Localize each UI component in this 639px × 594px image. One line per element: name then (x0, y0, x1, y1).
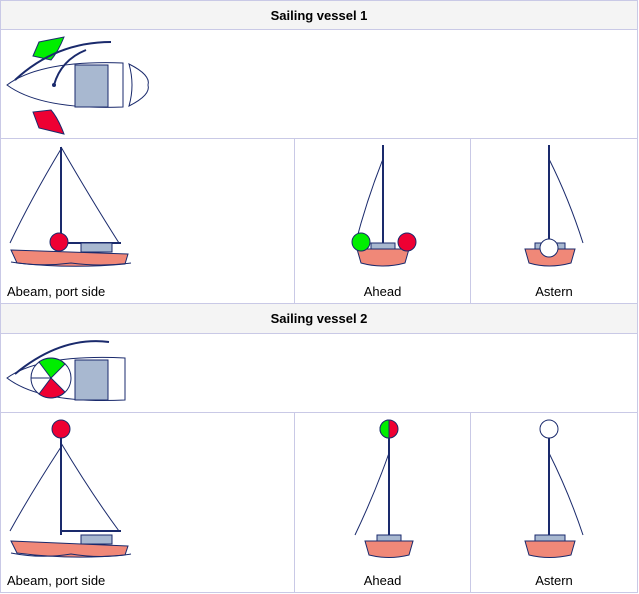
vessel1-ahead: Ahead (294, 138, 471, 304)
green-sector (32, 36, 65, 61)
vessel1-ahead-drawing (351, 145, 417, 267)
waterline (10, 261, 132, 266)
vessel1-abeam-caption: Abeam, port side (7, 284, 106, 299)
vessel1-astern-caption: Astern (535, 284, 573, 299)
red-sidelight (49, 232, 69, 252)
vessel1-title: Sailing vessel 1 (0, 0, 638, 30)
green-sidelight (351, 232, 371, 252)
hull (356, 248, 410, 267)
stern-sector (128, 63, 149, 107)
boom (53, 49, 87, 86)
cabin (80, 534, 113, 545)
cabin-top (74, 64, 109, 108)
tricolour-green (379, 419, 390, 439)
jib (14, 41, 112, 81)
vessel1-top-view (0, 29, 638, 139)
foresail (9, 148, 62, 244)
vessel2-top-view (0, 333, 638, 413)
vessel1-abeam-drawing (9, 146, 132, 267)
white-sternlight (539, 419, 559, 439)
sail (548, 158, 584, 244)
vessel2-title-text: Sailing vessel 2 (270, 311, 368, 326)
vessel2-astern: Astern (470, 412, 638, 593)
vessel1-title-text: Sailing vessel 1 (270, 7, 368, 23)
vessel2-ahead-drawing (354, 419, 414, 558)
mainsail (60, 146, 120, 244)
cabin (80, 242, 113, 253)
tricolour-red (38, 377, 66, 399)
vessel1-ahead-caption: Ahead (363, 284, 402, 299)
sail (354, 158, 384, 246)
vessel1-abeam: Abeam, port side (0, 138, 295, 304)
vessel2-top-view-drawing (6, 340, 126, 401)
vessel2-abeam-drawing (9, 419, 132, 558)
mainsail (60, 442, 120, 532)
red-sector (32, 109, 65, 135)
waterline (10, 552, 132, 557)
vessel1-astern: Astern (470, 138, 638, 304)
tricolour-green (38, 357, 66, 379)
hull (524, 540, 576, 558)
sail (548, 452, 584, 536)
jib (14, 340, 110, 375)
foresail (9, 446, 62, 532)
vessel2-astern-caption: Astern (535, 573, 573, 588)
hull (524, 248, 576, 267)
white-sternlight (539, 238, 559, 258)
vessel1-top-view-drawing (6, 36, 149, 135)
cabin-top (74, 359, 109, 401)
vessel2-title: Sailing vessel 2 (0, 303, 638, 334)
red-sidelight (397, 232, 417, 252)
vessel2-abeam: Abeam, port side (0, 412, 295, 593)
vessel2-abeam-caption: Abeam, port side (7, 573, 106, 588)
vessel2-astern-drawing (524, 419, 584, 558)
tricolour-red (51, 419, 71, 439)
hull (364, 540, 414, 558)
vessel2-ahead-caption: Ahead (363, 573, 402, 588)
vessel2-ahead: Ahead (294, 412, 471, 593)
vessel1-astern-drawing (524, 145, 584, 267)
sail (354, 452, 390, 536)
